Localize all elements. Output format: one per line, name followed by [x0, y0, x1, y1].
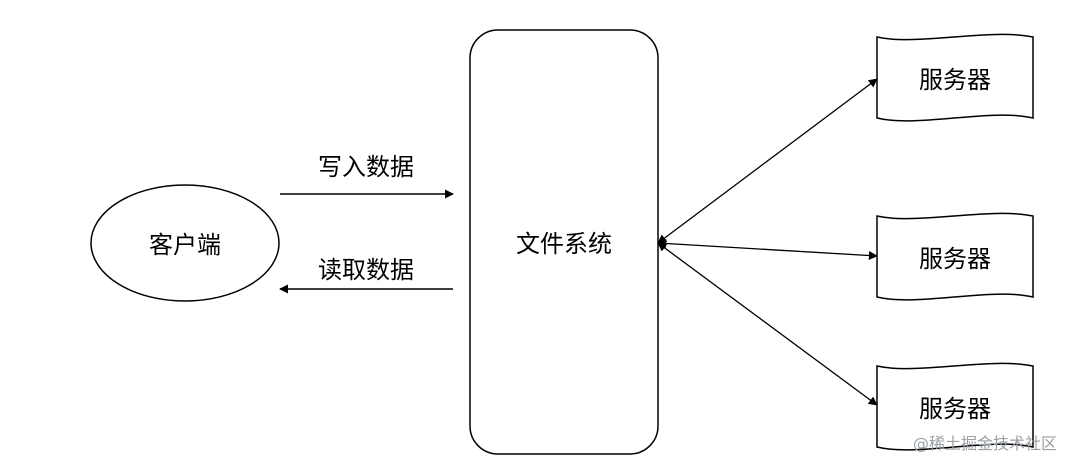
read-label: 读取数据: [318, 256, 414, 284]
server-link-2: [657, 238, 878, 261]
write-label: 写入数据: [318, 153, 414, 181]
server-shape-1: [876, 33, 1034, 122]
server-label-3: 服务器: [919, 395, 991, 423]
server-label-1: 服务器: [919, 66, 991, 94]
client-ellipse: [90, 184, 280, 302]
server-label-2: 服务器: [919, 245, 991, 273]
client-label: 客户端: [149, 231, 221, 259]
file-system-node: 文件系统: [469, 29, 659, 455]
server-node-1: 服务器: [876, 33, 1034, 122]
server-node-3: 服务器: [876, 362, 1034, 451]
server-node-2: 服务器: [876, 212, 1034, 301]
server-link-3: [657, 242, 878, 406]
read-edge: 读取数据: [279, 256, 453, 294]
watermark-text: @稀土掘金技术社区: [913, 434, 1057, 453]
write-edge: 写入数据: [280, 153, 454, 199]
server-shape-3: [876, 362, 1034, 451]
file-system-label: 文件系统: [516, 230, 612, 258]
server-link-1: [657, 78, 878, 244]
client-node: 客户端: [90, 184, 280, 302]
server-shape-2: [876, 212, 1034, 301]
